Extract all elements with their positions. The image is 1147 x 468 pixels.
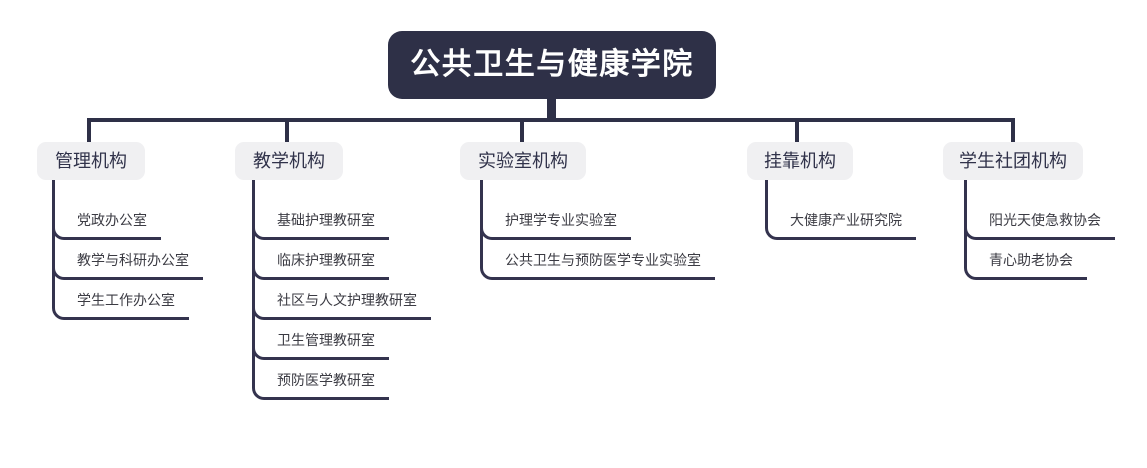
child-node-label: 基础护理教研室 [277, 211, 375, 228]
branch-connector-stub [87, 120, 91, 143]
root-node-label: 公共卫生与健康学院 [410, 48, 694, 81]
child-node-label: 临床护理教研室 [277, 251, 375, 268]
branch-node-label: 学生社团机构 [959, 151, 1067, 171]
branch-node-label: 实验室机构 [478, 151, 568, 171]
child-node-label: 大健康产业研究院 [790, 211, 902, 228]
branch-connector-stub [1011, 120, 1015, 143]
root-connector-stub [547, 98, 556, 121]
branch-node-student-societies: 学生社团机构 [943, 142, 1083, 180]
child-node-label: 社区与人文护理教研室 [277, 291, 417, 308]
branch-node-laboratory: 实验室机构 [460, 142, 586, 180]
child-node-label: 护理学专业实验室 [505, 211, 617, 228]
child-node: 青心助老协会 [964, 180, 1087, 280]
child-node-label: 党政办公室 [77, 211, 147, 228]
child-node-label: 公共卫生与预防医学专业实验室 [505, 251, 701, 268]
branch-connector-stub [520, 120, 524, 143]
child-node: 预防医学教研室 [252, 180, 389, 400]
child-node: 公共卫生与预防医学专业实验室 [480, 180, 715, 280]
branch-node-management: 管理机构 [37, 142, 145, 180]
child-node-label: 学生工作办公室 [77, 291, 175, 308]
branch-connector-hline [87, 118, 1015, 122]
branch-node-label: 管理机构 [55, 151, 127, 171]
child-node-label: 青心助老协会 [989, 251, 1073, 268]
child-node: 学生工作办公室 [52, 180, 189, 320]
child-node: 大健康产业研究院 [765, 180, 916, 240]
child-node-label: 教学与科研办公室 [77, 251, 189, 268]
branch-connector-stub [795, 120, 799, 143]
child-node-label: 阳光天使急救协会 [989, 211, 1101, 228]
child-node-label: 卫生管理教研室 [277, 331, 375, 348]
branch-node-affiliated: 挂靠机构 [747, 142, 853, 180]
child-node-label: 预防医学教研室 [277, 371, 375, 388]
root-node: 公共卫生与健康学院 [388, 31, 716, 99]
branch-node-label: 挂靠机构 [764, 151, 836, 171]
branch-node-label: 教学机构 [253, 151, 325, 171]
branch-node-teaching: 教学机构 [235, 142, 343, 180]
branch-connector-stub [285, 120, 289, 143]
